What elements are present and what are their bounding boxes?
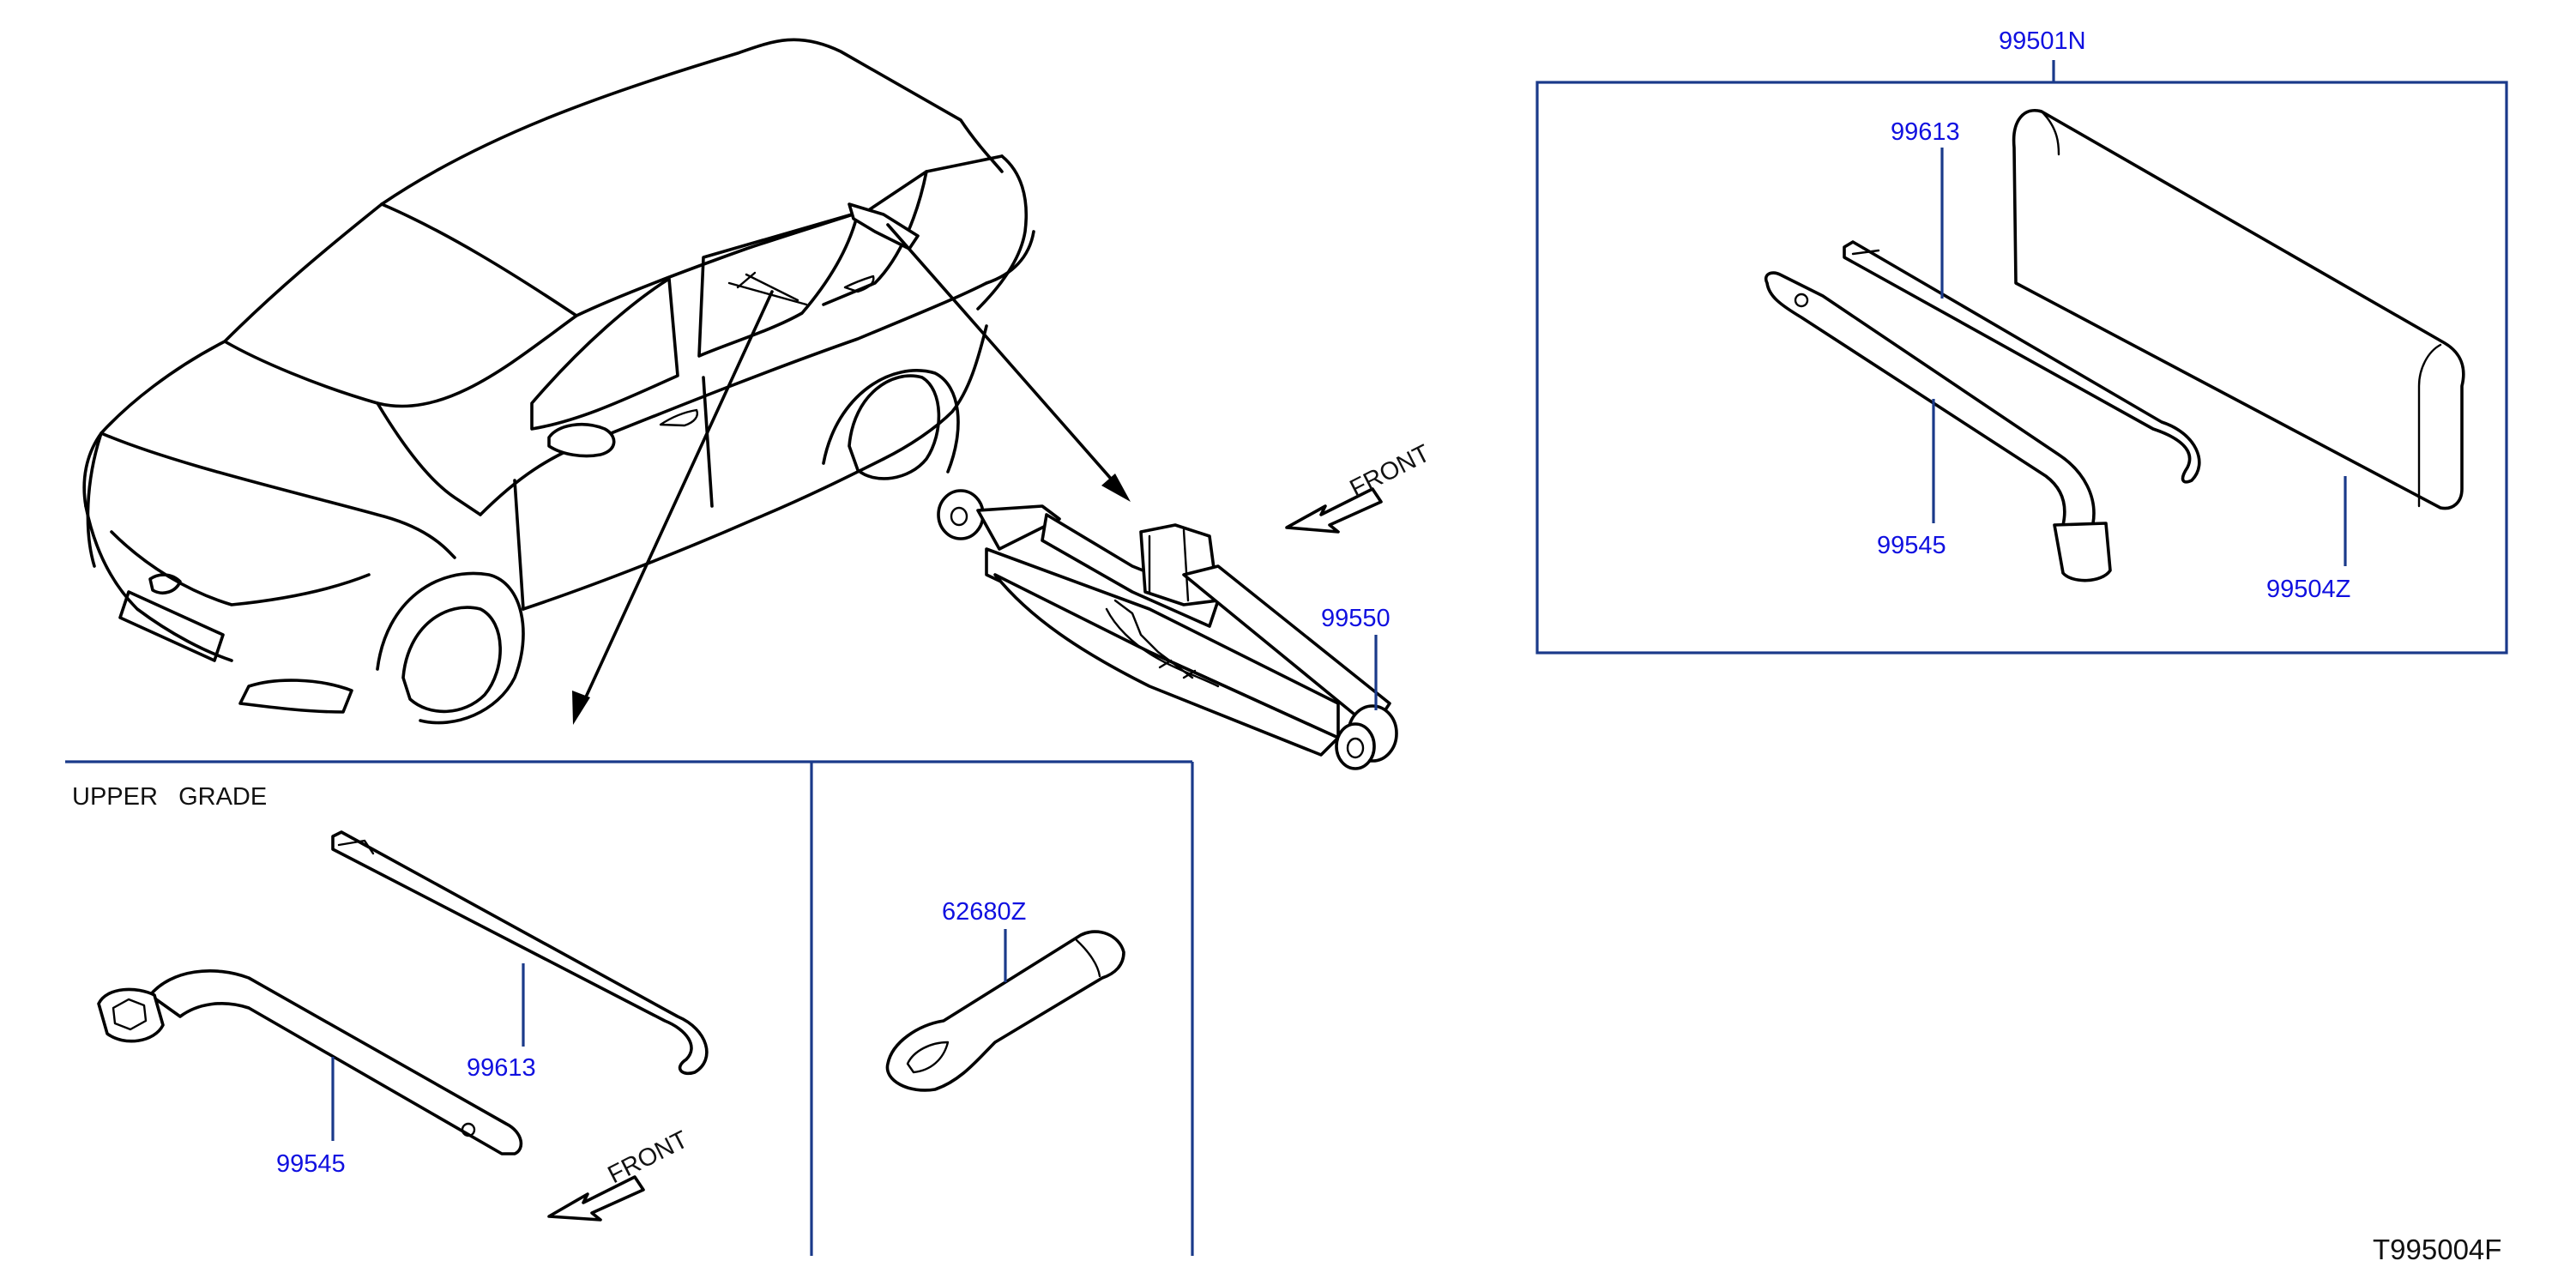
upper-grade-section: UPPER GRADE FRONT bbox=[65, 760, 1194, 1256]
upper-grade-label: UPPER GRADE bbox=[72, 783, 267, 811]
part-number-kit-box: 99501N bbox=[1999, 27, 2086, 55]
front-label-top: FRONT bbox=[1346, 439, 1435, 503]
jack-illustration bbox=[937, 489, 1398, 770]
wrench-upper-illustration bbox=[148, 969, 523, 1155]
bar-in-box-illustration bbox=[1843, 240, 2201, 484]
front-label-bottom: FRONT bbox=[604, 1125, 693, 1189]
car-illustration bbox=[82, 38, 1035, 725]
wrench-in-box-illustration bbox=[1764, 271, 2099, 542]
illustration-code: T995004F bbox=[2373, 1234, 2501, 1265]
part-number-hook: 62680Z bbox=[942, 898, 1026, 926]
kit-box-frame bbox=[1535, 81, 2508, 655]
part-number-bag: 99504Z bbox=[2266, 576, 2350, 603]
part-number-wrench-upper: 99545 bbox=[276, 1150, 346, 1178]
kit-box bbox=[1535, 60, 2508, 655]
part-number-bar-upper: 99613 bbox=[467, 1054, 536, 1082]
part-number-bar-in-box: 99613 bbox=[1891, 118, 1960, 146]
bar-upper-illustration bbox=[331, 830, 709, 1076]
front-arrow-bottom: FRONT bbox=[547, 1125, 693, 1222]
part-number-labels: 99501N 99613 99545 99504Z 99550 99613 99… bbox=[276, 27, 2350, 1178]
front-arrow-top: FRONT bbox=[1285, 439, 1435, 534]
bag-illustration bbox=[2012, 109, 2465, 510]
hook-illustration bbox=[885, 930, 1125, 1092]
part-number-jack: 99550 bbox=[1321, 605, 1391, 632]
location-arrows bbox=[572, 223, 1131, 725]
part-number-wrench-in-box: 99545 bbox=[1877, 532, 1946, 559]
